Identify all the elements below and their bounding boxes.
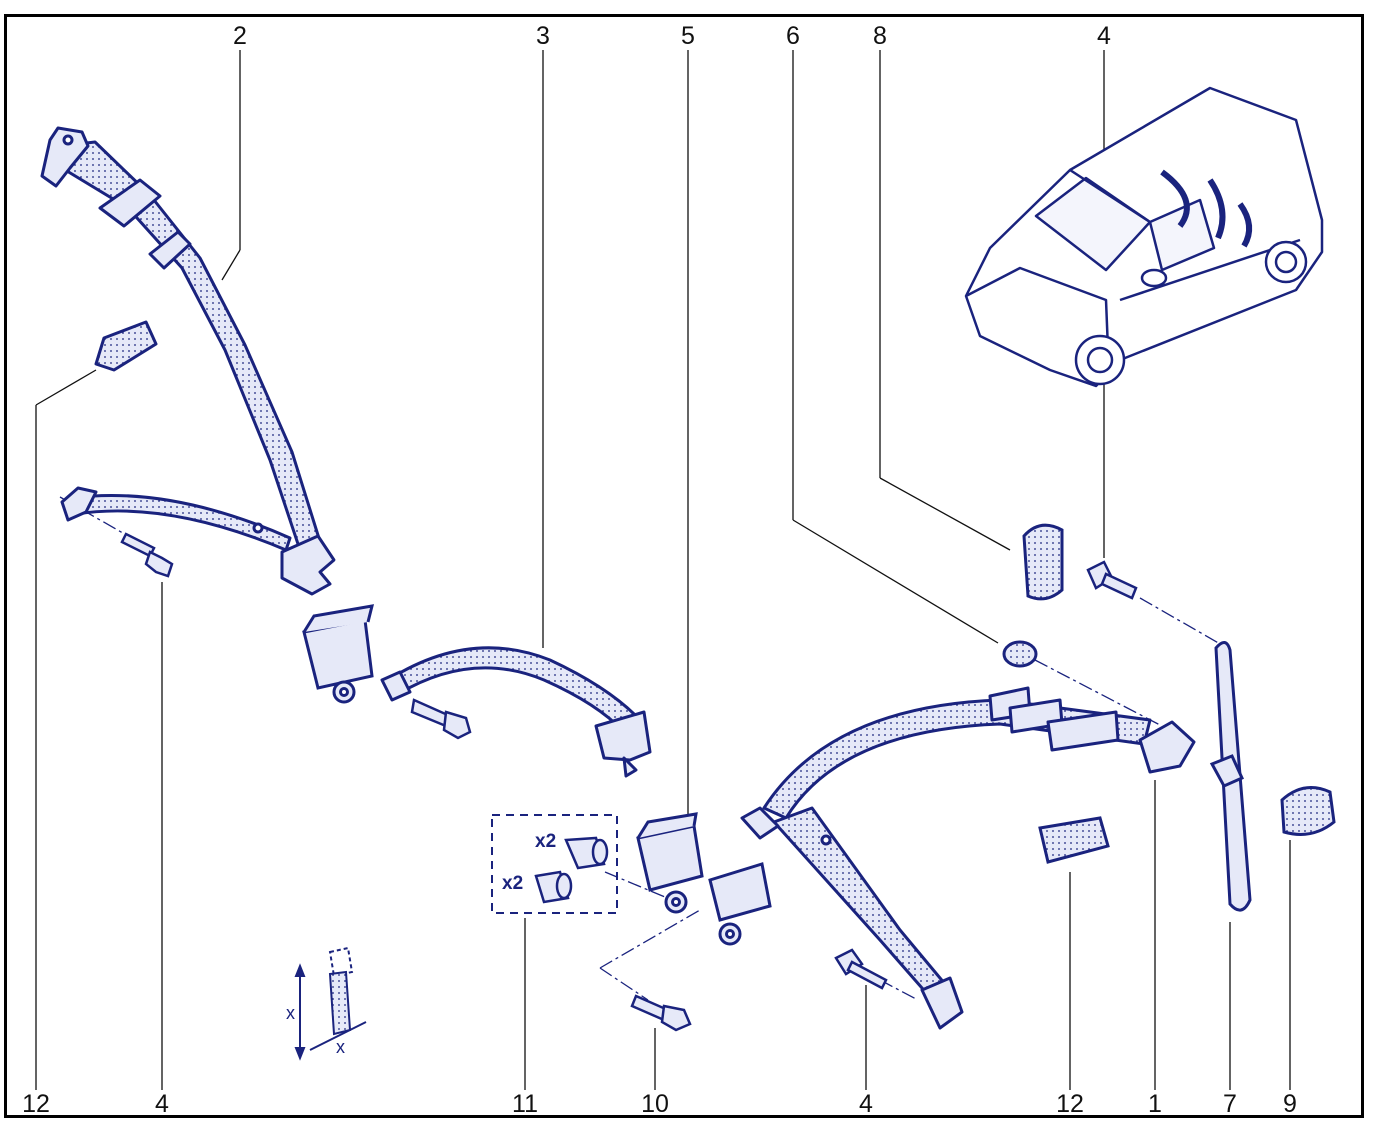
anchor-bar <box>1209 641 1252 912</box>
bolt-left <box>120 532 174 578</box>
front-belt-assembly <box>40 126 336 596</box>
callout-top-8: 8 <box>873 22 887 50</box>
callout-bottom-9: 9 <box>1283 1090 1297 1118</box>
alignment-lines <box>59 496 1223 1001</box>
nut-kit <box>534 836 609 904</box>
bolt-10 <box>630 994 692 1032</box>
multiplier-label: x2 <box>502 873 524 894</box>
rear-belt-assembly <box>740 686 1196 1030</box>
buckle-left <box>302 604 375 704</box>
callout-bottom-11: 11 <box>512 1090 538 1118</box>
buckle-centre <box>636 812 772 946</box>
dimension-label: x <box>336 1037 345 1057</box>
callout-bottom-12: 12 <box>22 1090 50 1118</box>
callout-top-5: 5 <box>681 22 695 50</box>
bolt-top-right <box>1086 560 1138 600</box>
bolt-dimension-illustration <box>294 946 367 1061</box>
callout-bottom-10: 10 <box>641 1090 669 1118</box>
guide-clips <box>1002 523 1336 864</box>
leader-lines <box>35 50 1291 1090</box>
bolt-centre <box>410 698 472 740</box>
callout-bottom-1: 1 <box>1148 1090 1162 1118</box>
callout-top-2: 2 <box>233 22 247 50</box>
callout-top-4: 4 <box>1097 22 1111 50</box>
callout-top-6: 6 <box>786 22 800 50</box>
bolt-right <box>834 948 888 990</box>
dimension-label: x <box>286 1003 295 1023</box>
callout-bottom-4b: 4 <box>859 1090 873 1118</box>
vehicle-illustration <box>964 86 1324 388</box>
callout-bottom-4: 4 <box>155 1090 169 1118</box>
callout-top-3: 3 <box>536 22 550 50</box>
multiplier-label: x2 <box>535 831 557 852</box>
callout-bottom-12b: 12 <box>1056 1090 1084 1118</box>
diagram-frame <box>4 14 1364 1118</box>
centre-lap-belt <box>380 646 652 778</box>
callout-bottom-7: 7 <box>1223 1090 1237 1118</box>
nut-kit-box <box>491 814 618 914</box>
